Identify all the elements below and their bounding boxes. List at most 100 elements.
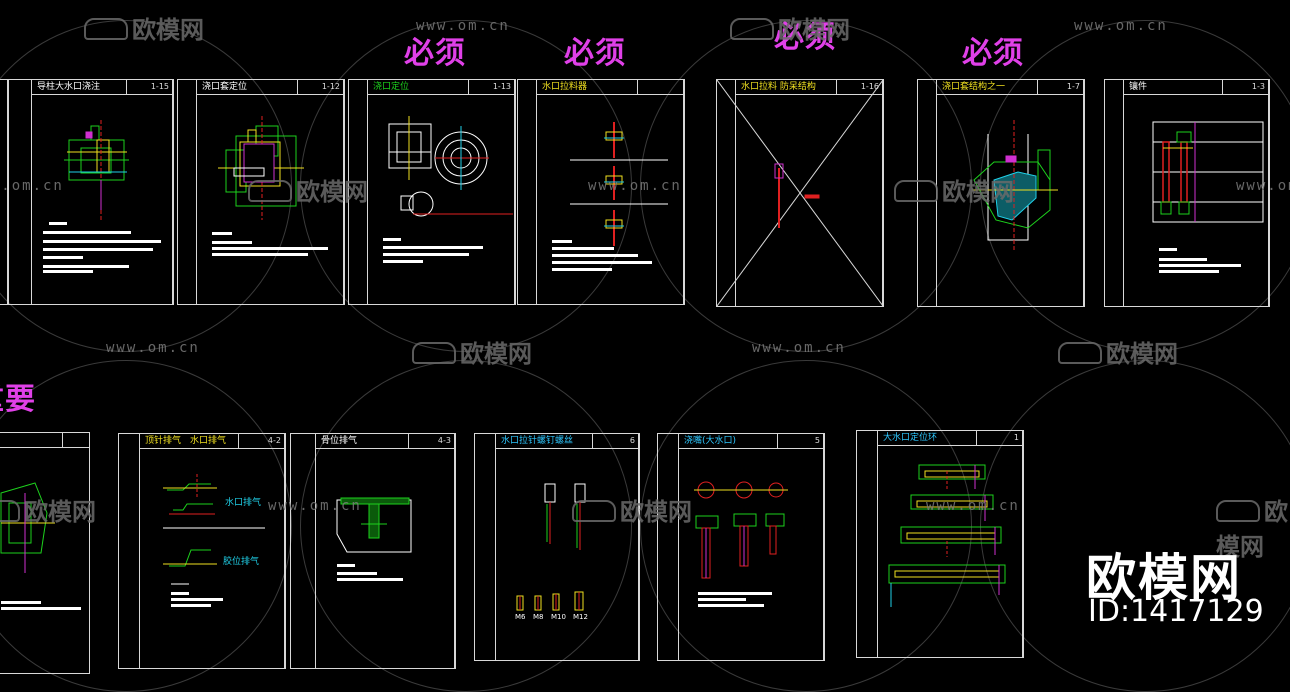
drawing-sheet-8[interactable]: 镶件 1-3 bbox=[1104, 79, 1270, 307]
note-line bbox=[171, 604, 211, 607]
sheet-title: 大水口定位环 bbox=[883, 433, 938, 443]
drawing-sheet-2[interactable]: 导柱大水口浇注 1-15 bbox=[8, 79, 174, 305]
watermark-brand: 欧模网 bbox=[412, 334, 532, 369]
note-line bbox=[43, 240, 161, 243]
note-line bbox=[383, 246, 483, 249]
sheet-drawing bbox=[388, 116, 513, 217]
sheet-drawing bbox=[570, 122, 668, 246]
watermark-brand: 欧模网 bbox=[730, 10, 850, 45]
drawing-sheet-1[interactable] bbox=[0, 79, 8, 305]
sheet-drawing bbox=[64, 120, 129, 220]
sheet-number: 1-7 bbox=[1066, 82, 1080, 91]
sheet-drawing bbox=[694, 481, 788, 579]
sheet-drawing bbox=[972, 120, 1058, 250]
watermark-brand-text: 欧模网 bbox=[620, 498, 692, 526]
drawing-sheet-b2[interactable]: 顶针排气 水口排气 4-2 水口排气 胶位排气 bbox=[118, 433, 286, 669]
sheet-title: 浇口套结构之一 bbox=[942, 82, 1006, 92]
drawing-sheet-6[interactable]: 水口拉料 防呆结构 1-16 bbox=[716, 79, 884, 307]
sheet-title: 水口拉针螺钉螺丝 bbox=[501, 436, 574, 446]
watermark-brand-text: 欧模网 bbox=[132, 16, 204, 44]
sheet-title: 顶针排气 水口排气 bbox=[145, 436, 227, 446]
drawing-sheet-4[interactable]: 浇口定位 1-13 bbox=[348, 79, 516, 305]
sheet-drawing bbox=[218, 116, 304, 220]
note-line bbox=[698, 598, 746, 601]
note-line bbox=[212, 247, 328, 250]
watermark-url: www.om.cn bbox=[1236, 178, 1290, 194]
must-label: 必须 bbox=[564, 36, 626, 71]
drawing-sheet-5[interactable]: 水口拉料器 bbox=[517, 79, 685, 305]
drawing-sheet-b6[interactable]: 大水口定位环 1 bbox=[856, 430, 1024, 658]
watermark-brand: 欧模网 bbox=[1058, 334, 1178, 369]
size-label: M12 bbox=[573, 613, 588, 621]
note-line bbox=[552, 247, 614, 250]
annotation-text: 胶位排气 bbox=[223, 557, 260, 567]
drawing-sheet-b1[interactable] bbox=[0, 432, 90, 674]
sheet-drawing bbox=[0, 482, 55, 573]
sheet-title: 水口拉料 防呆结构 bbox=[741, 82, 816, 92]
watermark-brand-text: 欧模网 bbox=[296, 178, 368, 206]
note-line bbox=[383, 238, 401, 241]
watermark-brand: 欧模网 bbox=[894, 172, 1014, 207]
note-line bbox=[1159, 248, 1177, 251]
note-line bbox=[552, 268, 612, 271]
sheet-title: 浇口套定位 bbox=[202, 82, 248, 92]
note-line bbox=[212, 232, 232, 235]
note-line bbox=[552, 240, 572, 243]
drawing-sheet-b3[interactable]: 骨位排气 4-3 bbox=[290, 433, 456, 669]
note-line bbox=[698, 604, 764, 607]
note-line bbox=[49, 222, 67, 225]
sheet-number: 4-3 bbox=[437, 436, 451, 445]
must-label: 必须 bbox=[774, 20, 836, 55]
size-label: M10 bbox=[551, 613, 566, 621]
note-line bbox=[337, 572, 377, 575]
must-label: 必须 bbox=[962, 36, 1024, 71]
drawing-sheet-3[interactable]: 浇口套定位 1-12 bbox=[177, 79, 345, 305]
sheet-drawing bbox=[163, 474, 265, 585]
note-line bbox=[383, 260, 423, 263]
sheet-number: 6 bbox=[629, 436, 635, 445]
sheet-drawing bbox=[1152, 121, 1264, 223]
watermark-brand: 欧模网 bbox=[572, 492, 692, 527]
drawing-sheet-b5[interactable]: 浇嘴(大水口) 5 bbox=[657, 433, 825, 661]
watermark-url: www.om.cn bbox=[1074, 18, 1168, 34]
sheet-title: 浇嘴(大水口) bbox=[684, 436, 737, 446]
watermark-url: www.om.cn bbox=[106, 340, 200, 356]
brand-logo-text: 欧模网 bbox=[1086, 549, 1242, 607]
sheet-title: 浇口定位 bbox=[373, 82, 410, 92]
sofa-icon bbox=[248, 180, 292, 202]
note-line bbox=[1, 601, 41, 604]
note-line bbox=[1, 607, 81, 610]
model-id-text: ID:1417129 bbox=[1088, 594, 1264, 629]
sheet-drawing bbox=[717, 80, 883, 306]
sofa-icon bbox=[84, 18, 128, 40]
sheet-number: 1 bbox=[1013, 433, 1019, 442]
note-line bbox=[43, 265, 129, 268]
sheet-number: 1-13 bbox=[492, 82, 511, 91]
sheet-number: 1-12 bbox=[321, 82, 340, 91]
note-line bbox=[383, 253, 469, 256]
watermark-brand: 欧模网 bbox=[1216, 492, 1290, 562]
sofa-icon bbox=[572, 500, 616, 522]
sheet-number: 1-16 bbox=[860, 82, 879, 91]
note-line bbox=[337, 578, 403, 581]
watermark-url: www.om.cn bbox=[588, 178, 682, 194]
sofa-icon bbox=[730, 18, 774, 40]
note-line bbox=[171, 598, 223, 601]
sofa-icon bbox=[412, 342, 456, 364]
watermark-brand-text: 欧模网 bbox=[1216, 498, 1288, 561]
watermark-url: www.om.cn bbox=[268, 498, 362, 514]
watermark-brand-text: 欧模网 bbox=[24, 498, 96, 526]
sofa-icon bbox=[894, 180, 938, 202]
note-line bbox=[43, 256, 83, 259]
watermark-circle bbox=[640, 20, 972, 352]
drawing-sheet-b4[interactable]: 水口拉针螺钉螺丝 6 M6 M8 M10 M12 bbox=[474, 433, 640, 661]
sheet-number: 5 bbox=[814, 436, 820, 445]
watermark-brand: 欧模网 bbox=[0, 492, 96, 527]
note-line bbox=[552, 261, 652, 264]
watermark-url: www.om.cn bbox=[416, 18, 510, 34]
sheet-title: 镶件 bbox=[1129, 82, 1148, 92]
sheet-drawing bbox=[888, 464, 1006, 607]
note-line bbox=[698, 592, 772, 595]
size-label: M8 bbox=[533, 613, 544, 621]
